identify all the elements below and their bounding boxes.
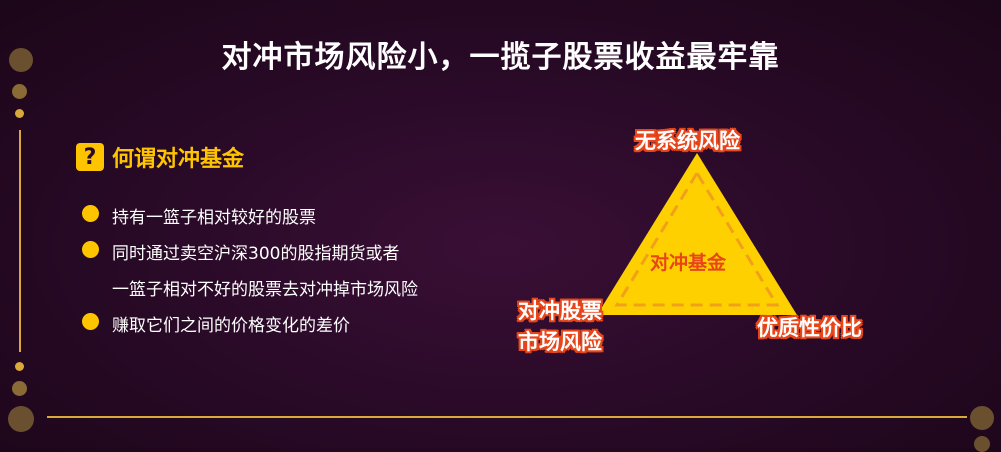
decor-dot (12, 84, 27, 99)
triangle-top-label: 无系统风险 (635, 129, 740, 153)
list-item: 同时通过卖空沪深300的股指期货或者 (82, 232, 502, 268)
decor-line (19, 130, 21, 352)
triangle-shape (597, 153, 797, 315)
decor-dot (970, 406, 994, 430)
triangle-right-label: 优质性价比 (757, 316, 862, 340)
list-item-text: 持有一篮子相对较好的股票 (112, 208, 316, 228)
decor-dot (12, 381, 27, 396)
list-item-text: 同时通过卖空沪深300的股指期货或者 (112, 244, 400, 264)
triangle-left-label-line2: 市场风险 (518, 330, 602, 354)
list-item-text: 赚取它们之间的价格变化的差价 (112, 316, 350, 336)
section-title: 何谓对冲基金 (112, 147, 245, 172)
slide-title: 对冲市场风险小，一揽子股票收益最牢靠 (221, 40, 780, 75)
bullet-list: 持有一篮子相对较好的股票 同时通过卖空沪深300的股指期货或者 一篮子相对不好的… (82, 196, 502, 340)
decor-dot (974, 436, 990, 452)
triangle-left-label-line1: 对冲股票 (518, 299, 602, 323)
decor-dot (8, 406, 34, 432)
triangle-center-label: 对冲基金 (650, 252, 727, 274)
list-item: 持有一篮子相对较好的股票 (82, 196, 502, 232)
triangle-diagram: 无系统风险 对冲股票 市场风险 优质性价比 对冲基金 (505, 115, 895, 360)
decor-dot (15, 109, 24, 118)
bullet-dot-icon (82, 205, 99, 222)
list-item-text: 一篮子相对不好的股票去对冲掉市场风险 (112, 280, 418, 300)
decor-line (47, 416, 967, 418)
list-item: 赚取它们之间的价格变化的差价 (82, 304, 502, 340)
list-item-continuation: 一篮子相对不好的股票去对冲掉市场风险 (82, 268, 502, 304)
section-heading: ? 何谓对冲基金 (76, 141, 244, 173)
bullet-dot-icon (82, 241, 99, 258)
question-icon: ? (76, 143, 104, 171)
decor-dot (9, 48, 33, 72)
decor-dot (15, 362, 24, 371)
bullet-dot-icon (82, 313, 99, 330)
